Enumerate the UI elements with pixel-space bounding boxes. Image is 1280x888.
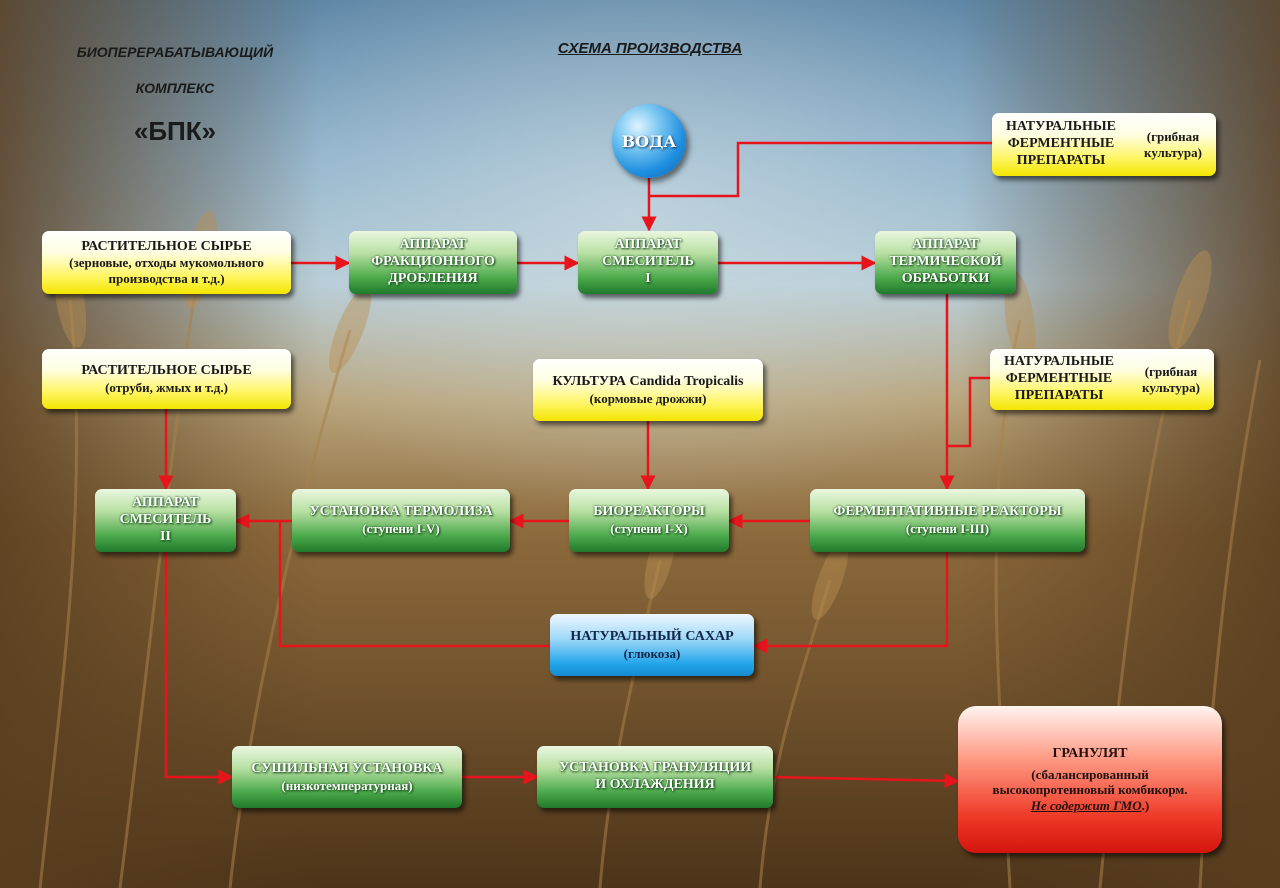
- arrow-fermentative-to-sugar: [752, 552, 949, 654]
- granulate-sub1: (сбалансированный: [1031, 766, 1149, 782]
- company-name-line1: БИОПЕРЕРАБАТЫВАЮЩИЙ: [76, 44, 274, 60]
- fractional-line1: АППАРАТ: [399, 237, 467, 253]
- enzyme-mid-note1: (грибная: [1144, 363, 1198, 379]
- candida-culture: КУЛЬТУРА Candida Tropicalis (кормовые др…: [533, 359, 763, 421]
- fermentative-title: ФЕРМЕНТАТИВНЫЕ РЕАКТОРЫ: [833, 504, 1062, 520]
- enzyme-mid-line2: ФЕРМЕНТНЫЕ: [1005, 371, 1113, 387]
- mixer1-line3: I: [645, 270, 651, 286]
- enzyme-mid-line1: НАТУРАЛЬНЫЕ: [1004, 354, 1114, 370]
- thermal-line3: ОБРАБОТКИ: [901, 270, 990, 286]
- arrow-granulation-to-granulate: [772, 773, 960, 789]
- fractional-line3: ДРОБЛЕНИЯ: [388, 270, 478, 286]
- granulate-product: ГРАНУЛЯТ (сбалансированный высокопротеин…: [958, 706, 1222, 853]
- granulation-cooling-unit: УСТАНОВКА ГРАНУЛЯЦИИ И ОХЛАЖДЕНИЯ: [537, 746, 773, 808]
- diagram-title: СХЕМА ПРОИЗВОДСТВА: [557, 40, 743, 57]
- bioreactors-sub: (ступени I-X): [610, 521, 688, 537]
- enzyme-mid-note2: культура): [1142, 379, 1200, 395]
- granulate-sub3-end: .): [1141, 797, 1150, 813]
- arrow-enzyme-mid-to-fermentative: [947, 376, 990, 448]
- granulate-sub3: Не содержит ГМО.): [1031, 798, 1149, 814]
- bioreactors-title: БИОРЕАКТОРЫ: [593, 504, 705, 520]
- bioreactors: БИОРЕАКТОРЫ (ступени I-X): [569, 489, 729, 552]
- enzyme-top-line3: ПРЕПАРАТЫ: [1016, 152, 1106, 168]
- enzyme-top-note2: культура): [1144, 144, 1202, 160]
- culture-sub: (кормовые дрожжи): [589, 390, 707, 406]
- company-abbreviation: «БПК»: [133, 116, 217, 146]
- fractional-line2: ФРАКЦИОННОГО: [371, 254, 495, 270]
- drying-title: СУШИЛЬНАЯ УСТАНОВКА: [251, 760, 443, 776]
- thermolysis-unit: УСТАНОВКА ТЕРМОЛИЗА (ступени I-V): [292, 489, 510, 552]
- thermolysis-sub: (ступени I-V): [362, 521, 440, 537]
- sugar-title: НАТУРАЛЬНЫЙ САХАР: [570, 628, 734, 644]
- mixer1-line1: АППАРАТ: [614, 237, 682, 253]
- raw1-sub1: (зерновые, отходы мукомольного: [69, 255, 264, 271]
- enzyme-mid-line3: ПРЕПАРАТЫ: [1014, 387, 1104, 403]
- thermal-line1: АППАРАТ: [912, 237, 979, 253]
- raw1-title: РАСТИТЕЛЬНОЕ СЫРЬЕ: [81, 238, 252, 254]
- raw1-sub2: производства и т.д.): [108, 270, 225, 286]
- culture-title: КУЛЬТУРА Candida Tropicalis: [552, 373, 744, 389]
- gmo-free-note: Не содержит ГМО: [1030, 797, 1142, 813]
- thermolysis-title: УСТАНОВКА ТЕРМОЛИЗА: [309, 504, 493, 520]
- granulation-line1: УСТАНОВКА ГРАНУЛЯЦИИ: [558, 760, 752, 776]
- enzyme-top-line2: ФЕРМЕНТНЫЕ: [1007, 136, 1115, 152]
- raw2-title: РАСТИТЕЛЬНОЕ СЫРЬЕ: [81, 362, 252, 378]
- mixer2-line3: II: [160, 528, 171, 544]
- thermal-line2: ТЕРМИЧЕСКОЙ: [889, 254, 1002, 270]
- granulate-title: ГРАНУЛЯТ: [1052, 745, 1128, 761]
- raw-material-grain: РАСТИТЕЛЬНОЕ СЫРЬЕ (зерновые, отходы мук…: [42, 231, 291, 294]
- raw2-sub1: (отруби, жмых и т.д.): [105, 379, 228, 395]
- enzyme-top-line1: НАТУРАЛЬНЫЕ: [1006, 119, 1116, 135]
- enzyme-preparations-middle: НАТУРАЛЬНЫЕ ФЕРМЕНТНЫЕ ПРЕПАРАТЫ (грибна…: [990, 349, 1214, 410]
- fermentative-reactors: ФЕРМЕНТАТИВНЫЕ РЕАКТОРЫ (ступени I-III): [810, 489, 1085, 552]
- drying-sub: (низкотемпературная): [281, 777, 413, 793]
- fermentative-sub: (ступени I-III): [905, 521, 990, 537]
- sugar-sub: (глюкоза): [623, 645, 681, 661]
- mixer2-line2: СМЕСИТЕЛЬ: [119, 512, 212, 528]
- arrow-sugar-to-mixer2: [278, 521, 550, 648]
- arrow-mixer2-to-drying: [164, 552, 234, 785]
- granulate-sub2: высокопротеиновый комбикорм.: [992, 782, 1188, 798]
- fractional-crushing-apparatus: АППАРАТ ФРАКЦИОННОГО ДРОБЛЕНИЯ: [349, 231, 517, 294]
- granulation-line2: И ОХЛАЖДЕНИЯ: [595, 777, 715, 792]
- enzyme-top-note1: (грибная: [1146, 128, 1200, 144]
- drying-unit: СУШИЛЬНАЯ УСТАНОВКА (низкотемпературная): [232, 746, 462, 808]
- raw-material-bran: РАСТИТЕЛЬНОЕ СЫРЬЕ (отруби, жмых и т.д.): [42, 349, 291, 409]
- mixer1-line2: СМЕСИТЕЛЬ: [602, 254, 694, 270]
- mixer-apparatus-1: АППАРАТ СМЕСИТЕЛЬ I: [578, 231, 718, 294]
- company-name-line2: КОМПЛЕКС: [135, 80, 215, 96]
- mixer2-line1: АППАРАТ: [132, 495, 199, 511]
- thermal-treatment-apparatus: АППАРАТ ТЕРМИЧЕСКОЙ ОБРАБОТКИ: [875, 231, 1016, 294]
- enzyme-preparations-top: НАТУРАЛЬНЫЕ ФЕРМЕНТНЫЕ ПРЕПАРАТЫ (грибна…: [992, 113, 1216, 176]
- mixer-apparatus-2: АППАРАТ СМЕСИТЕЛЬ II: [95, 489, 236, 552]
- water-node: ВОДА: [612, 104, 686, 178]
- arrow-enzyme-top-to-mixer1: [649, 141, 992, 198]
- natural-sugar: НАТУРАЛЬНЫЙ САХАР (глюкоза): [550, 614, 754, 676]
